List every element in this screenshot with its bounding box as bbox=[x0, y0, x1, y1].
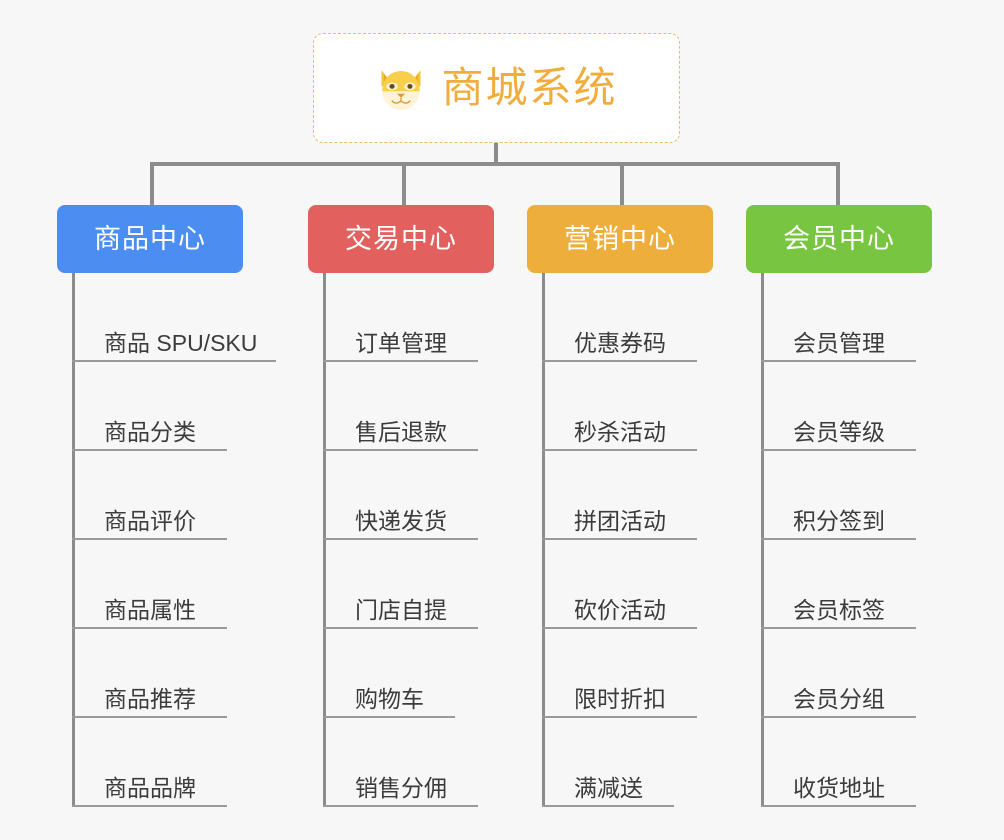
leaf-label: 商品分类 bbox=[104, 418, 196, 445]
leaf-item[interactable]: 售后退款 bbox=[323, 362, 478, 451]
leaf-label: 商品评价 bbox=[104, 507, 196, 534]
leaf-label: 积分签到 bbox=[793, 507, 885, 534]
leaf-label: 会员分组 bbox=[793, 685, 885, 712]
leaf-label: 商品属性 bbox=[104, 596, 196, 623]
leaf-label: 限时折扣 bbox=[574, 685, 666, 712]
leaf-label: 会员等级 bbox=[793, 418, 885, 445]
leaf-label: 商品 SPU/SKU bbox=[104, 329, 258, 356]
branch-box-1[interactable]: 商品中心 bbox=[57, 205, 243, 273]
root-node[interactable]: 商城系统 bbox=[313, 33, 680, 143]
leaf-label: 会员标签 bbox=[793, 596, 885, 623]
shiba-dog-face-icon bbox=[375, 62, 427, 114]
leaf-label: 砍价活动 bbox=[574, 596, 666, 623]
connector-root-stem bbox=[494, 143, 498, 165]
leaf-label: 销售分佣 bbox=[355, 774, 447, 801]
leaf-item[interactable]: 销售分佣 bbox=[323, 718, 478, 807]
leaf-item[interactable]: 满减送 bbox=[542, 718, 674, 807]
connector-drop-2 bbox=[402, 162, 406, 207]
leaf-item[interactable]: 会员标签 bbox=[761, 540, 916, 629]
leaf-item[interactable]: 订单管理 bbox=[323, 273, 478, 362]
leaf-item[interactable]: 砍价活动 bbox=[542, 540, 697, 629]
leaf-column-4: 会员管理 会员等级 积分签到 会员标签 会员分组 收货地址 bbox=[761, 273, 916, 807]
leaf-item[interactable]: 秒杀活动 bbox=[542, 362, 697, 451]
leaf-label: 优惠券码 bbox=[574, 329, 666, 356]
leaf-item[interactable]: 拼团活动 bbox=[542, 451, 697, 540]
leaf-label: 收货地址 bbox=[793, 774, 885, 801]
leaf-item[interactable]: 会员管理 bbox=[761, 273, 916, 362]
branch-box-4[interactable]: 会员中心 bbox=[746, 205, 932, 273]
leaf-item[interactable]: 商品品牌 bbox=[72, 718, 227, 807]
leaf-item[interactable]: 商品推荐 bbox=[72, 629, 227, 718]
connector-drop-1 bbox=[150, 162, 154, 207]
leaf-label: 满减送 bbox=[574, 774, 643, 801]
leaf-item[interactable]: 收货地址 bbox=[761, 718, 916, 807]
leaf-item[interactable]: 快递发货 bbox=[323, 451, 478, 540]
root-label: 商城系统 bbox=[441, 64, 618, 111]
leaf-spine-4 bbox=[761, 273, 764, 807]
branch-label-1: 商品中心 bbox=[94, 223, 206, 254]
branch-box-3[interactable]: 营销中心 bbox=[527, 205, 713, 273]
leaf-label: 拼团活动 bbox=[574, 507, 666, 534]
leaf-spine-3 bbox=[542, 273, 545, 807]
leaf-spine-2 bbox=[323, 273, 326, 807]
leaf-item[interactable]: 商品 SPU/SKU bbox=[72, 273, 276, 362]
leaf-label: 门店自提 bbox=[355, 596, 447, 623]
leaf-label: 商品推荐 bbox=[104, 685, 196, 712]
leaf-item[interactable]: 积分签到 bbox=[761, 451, 916, 540]
connector-horizontal-bus bbox=[150, 162, 840, 166]
branch-label-2: 交易中心 bbox=[345, 223, 457, 254]
leaf-item[interactable]: 优惠券码 bbox=[542, 273, 697, 362]
connector-drop-3 bbox=[620, 162, 624, 207]
leaf-item[interactable]: 门店自提 bbox=[323, 540, 478, 629]
leaf-label: 订单管理 bbox=[355, 329, 447, 356]
leaf-item[interactable]: 购物车 bbox=[323, 629, 455, 718]
leaf-item[interactable]: 会员分组 bbox=[761, 629, 916, 718]
leaf-column-1: 商品 SPU/SKU 商品分类 商品评价 商品属性 商品推荐 商品品牌 bbox=[72, 273, 276, 807]
leaf-label: 商品品牌 bbox=[104, 774, 196, 801]
leaf-item[interactable]: 会员等级 bbox=[761, 362, 916, 451]
leaf-label: 秒杀活动 bbox=[574, 418, 666, 445]
leaf-label: 快递发货 bbox=[355, 507, 447, 534]
leaf-item[interactable]: 商品分类 bbox=[72, 362, 227, 451]
leaf-item[interactable]: 限时折扣 bbox=[542, 629, 697, 718]
leaf-item[interactable]: 商品属性 bbox=[72, 540, 227, 629]
branch-box-2[interactable]: 交易中心 bbox=[308, 205, 494, 273]
leaf-label: 售后退款 bbox=[355, 418, 447, 445]
leaf-label: 会员管理 bbox=[793, 329, 885, 356]
connector-drop-4 bbox=[836, 162, 840, 207]
branch-label-4: 会员中心 bbox=[783, 223, 895, 254]
branch-label-3: 营销中心 bbox=[564, 223, 676, 254]
leaf-label: 购物车 bbox=[355, 685, 424, 712]
leaf-column-2: 订单管理 售后退款 快递发货 门店自提 购物车 销售分佣 bbox=[323, 273, 478, 807]
leaf-column-3: 优惠券码 秒杀活动 拼团活动 砍价活动 限时折扣 满减送 bbox=[542, 273, 697, 807]
leaf-spine-1 bbox=[72, 273, 75, 807]
leaf-item[interactable]: 商品评价 bbox=[72, 451, 227, 540]
